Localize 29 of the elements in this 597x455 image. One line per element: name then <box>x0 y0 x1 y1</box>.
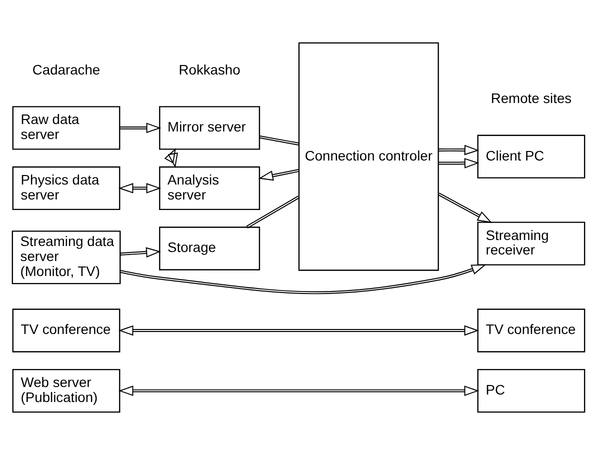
node-box: Streaming receiver <box>477 222 586 266</box>
node-box: Storage <box>159 226 260 270</box>
node-box: Connection controler <box>298 42 439 271</box>
node-box: TV conference <box>12 308 120 352</box>
connector <box>246 196 300 229</box>
node-box: Physics data server <box>12 166 120 210</box>
node-box: Client PC <box>477 134 586 178</box>
arrow <box>120 247 161 258</box>
label: Cadarache <box>32 61 100 78</box>
node-box: Raw data server <box>12 106 120 150</box>
node-box: Streaming data server (Monitor, TV) <box>12 230 121 284</box>
node-box: TV conference <box>477 308 586 352</box>
arrow <box>164 148 178 168</box>
arrow <box>119 122 162 134</box>
node-box: Mirror server <box>159 106 260 150</box>
arrow <box>118 386 480 396</box>
arrow <box>119 264 486 294</box>
arrow <box>438 144 480 156</box>
node-box: Web server (Publication) <box>12 368 120 413</box>
node-box: Analysis server <box>159 166 260 210</box>
node-box: PC <box>477 368 586 413</box>
arrow <box>118 325 480 336</box>
arrow <box>438 192 492 223</box>
label: Remote sites <box>490 90 572 106</box>
arrow <box>258 169 300 181</box>
label: Rokkasho <box>178 61 240 78</box>
arrow <box>118 183 162 194</box>
connector <box>259 135 300 146</box>
arrow <box>438 158 480 168</box>
